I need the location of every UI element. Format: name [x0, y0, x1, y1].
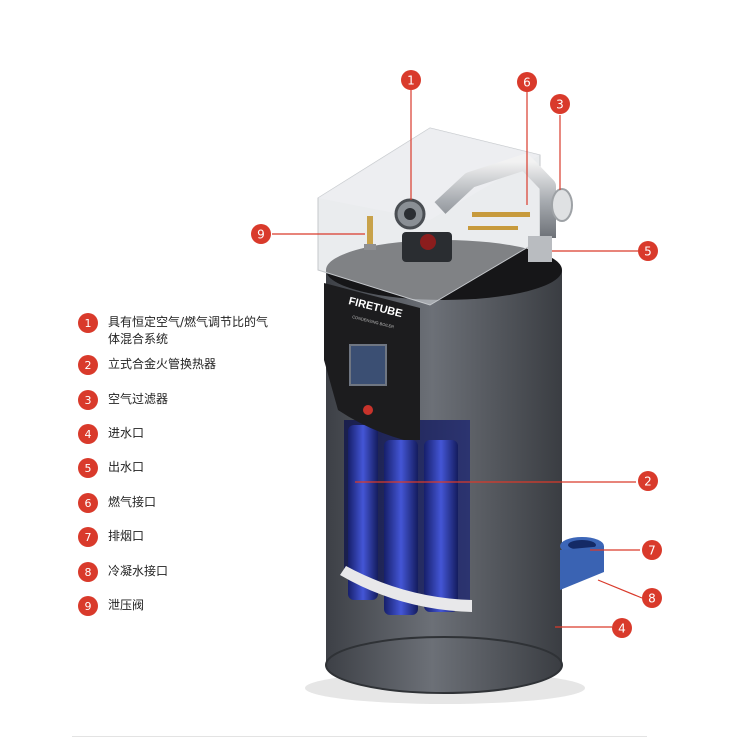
callout-4: 4	[612, 618, 632, 638]
numbered-badge-icon: 9	[78, 596, 98, 616]
svg-text:2: 2	[644, 475, 652, 489]
legend-item: 3 空气过滤器	[78, 390, 169, 410]
leader-lines	[272, 90, 643, 628]
legend-label: 排烟口	[108, 529, 145, 543]
legend-label: 空气过滤器	[108, 392, 169, 406]
numbered-badge-icon: 5	[78, 458, 98, 478]
legend-label: 燃气接口	[108, 495, 157, 509]
callout-6: 6	[517, 72, 537, 92]
svg-text:7: 7	[648, 544, 656, 558]
legend-label: 具有恒定空气/燃气调节比的气体混合系统	[108, 315, 269, 346]
numbered-badge-icon: 4	[78, 424, 98, 444]
numbered-badge-icon: 1	[78, 313, 98, 333]
air-filter	[551, 188, 573, 222]
numbered-badge-icon: 7	[78, 527, 98, 547]
legend-item: 8 冷凝水接口	[78, 562, 169, 582]
divider	[72, 736, 647, 737]
numbered-badge-icon: 3	[78, 390, 98, 410]
callout-8: 8	[642, 588, 662, 608]
brand-emblem-icon	[363, 405, 373, 415]
heat-exchanger-tubes	[348, 425, 458, 615]
legend-item: 4 进水口	[78, 424, 145, 444]
svg-text:4: 4	[618, 622, 626, 636]
legend-item: 5 出水口	[78, 458, 145, 478]
callout-9: 9	[251, 224, 271, 244]
legend-label: 进水口	[108, 426, 145, 440]
boiler-bottom-rim	[325, 636, 563, 694]
outlet-fitting	[528, 236, 552, 262]
svg-text:8: 8	[648, 592, 656, 606]
callout-1: 1	[401, 70, 421, 90]
svg-text:6: 6	[523, 76, 531, 90]
svg-text:1: 1	[407, 74, 415, 88]
numbered-badge-icon: 2	[78, 355, 98, 375]
callout-5: 5	[638, 241, 658, 261]
svg-text:9: 9	[257, 228, 265, 242]
legend-label: 立式合金火管换热器	[108, 357, 217, 371]
callout-7: 7	[642, 540, 662, 560]
numbered-badge-icon: 6	[78, 493, 98, 513]
display-screen	[349, 344, 387, 386]
legend-label: 出水口	[108, 460, 145, 474]
legend-item: 7 排烟口	[78, 527, 145, 547]
numbered-badge-icon: 8	[78, 562, 98, 582]
callout-2: 2	[638, 471, 658, 491]
legend-label: 冷凝水接口	[108, 564, 169, 578]
condensate-box	[560, 546, 604, 590]
callout-3: 3	[550, 94, 570, 114]
legend-item: 1 具有恒定空气/燃气调节比的气体混合系统	[78, 313, 278, 348]
air-pipe	[434, 154, 556, 238]
legend-item: 9 泄压阀	[78, 596, 145, 616]
cutaway-edge	[340, 566, 472, 612]
relief-valve	[367, 216, 373, 244]
svg-text:3: 3	[556, 98, 564, 112]
legend-item: 2 立式合金火管换热器	[78, 355, 217, 375]
svg-text:5: 5	[644, 245, 652, 259]
gas-pipe	[472, 212, 530, 217]
legend-item: 6 燃气接口	[78, 493, 157, 513]
legend-label: 泄压阀	[108, 598, 145, 612]
